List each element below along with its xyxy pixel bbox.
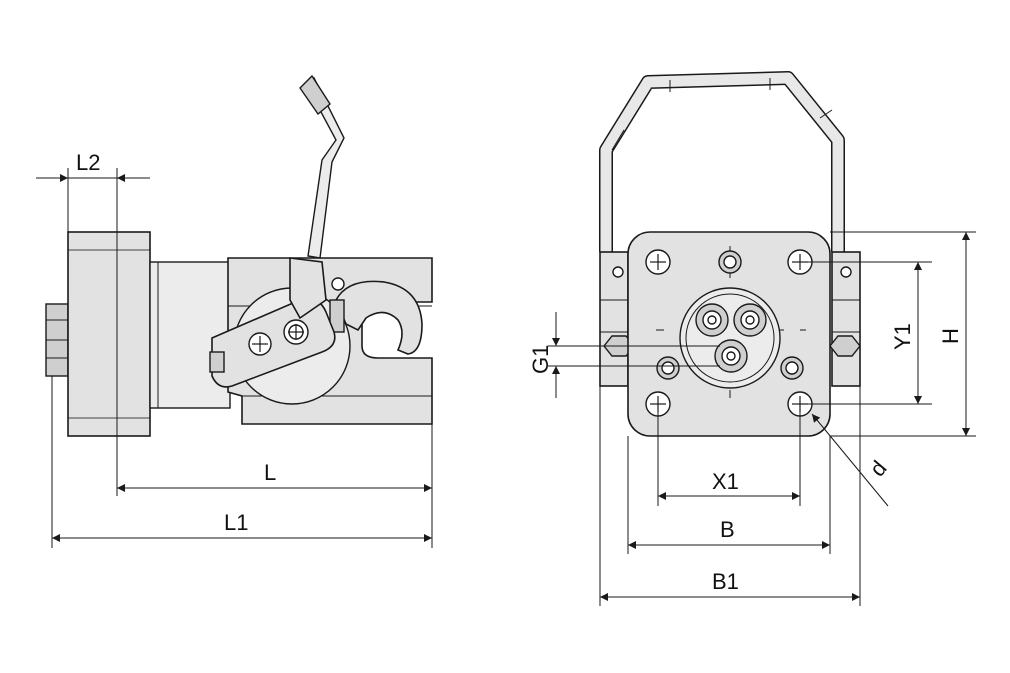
front-view	[599, 71, 861, 437]
dim-l: L	[116, 424, 433, 496]
side-lever-tab	[209, 351, 225, 373]
label-x1: X1	[712, 469, 739, 494]
label-y1: Y1	[890, 323, 915, 350]
label-l: L	[264, 460, 276, 485]
side-lever-grip	[299, 74, 331, 116]
dim-y1: Y1	[800, 261, 932, 405]
label-g1: G1	[528, 345, 553, 374]
label-b1: B1	[712, 569, 739, 594]
label-d: d	[865, 456, 892, 481]
side-pivot-right	[283, 319, 309, 345]
dim-l2: L2	[36, 150, 150, 232]
side-bolt	[45, 303, 69, 377]
front-port-left	[695, 303, 729, 337]
side-screw-top	[331, 277, 345, 291]
side-lever-bracket	[289, 257, 327, 320]
front-fitting-right	[780, 356, 804, 380]
front-fitting-left	[656, 356, 680, 380]
side-pivot-left	[248, 332, 272, 356]
front-fitting-top	[718, 250, 742, 274]
dim-b1: B1	[599, 386, 861, 606]
dim-l1: L1	[51, 376, 433, 548]
front-hole-top-left	[645, 249, 671, 275]
dim-x1: X1	[657, 404, 801, 506]
front-nut-right	[829, 335, 861, 357]
dim-g1: G1	[528, 312, 720, 398]
side-view	[45, 74, 433, 437]
front-port-bottom	[714, 339, 748, 373]
label-b: B	[720, 517, 735, 542]
dim-b: B	[627, 436, 831, 554]
dim-d: d	[811, 413, 892, 507]
label-h: H	[938, 328, 963, 344]
side-flange	[67, 231, 151, 437]
front-coupling	[679, 287, 781, 389]
side-clamp-block	[329, 299, 345, 333]
front-port-right	[733, 303, 767, 337]
side-hook	[335, 280, 423, 355]
front-handle	[599, 71, 845, 252]
dim-h: H	[830, 231, 976, 437]
label-l2: L2	[76, 150, 100, 175]
label-l1: L1	[224, 510, 248, 535]
